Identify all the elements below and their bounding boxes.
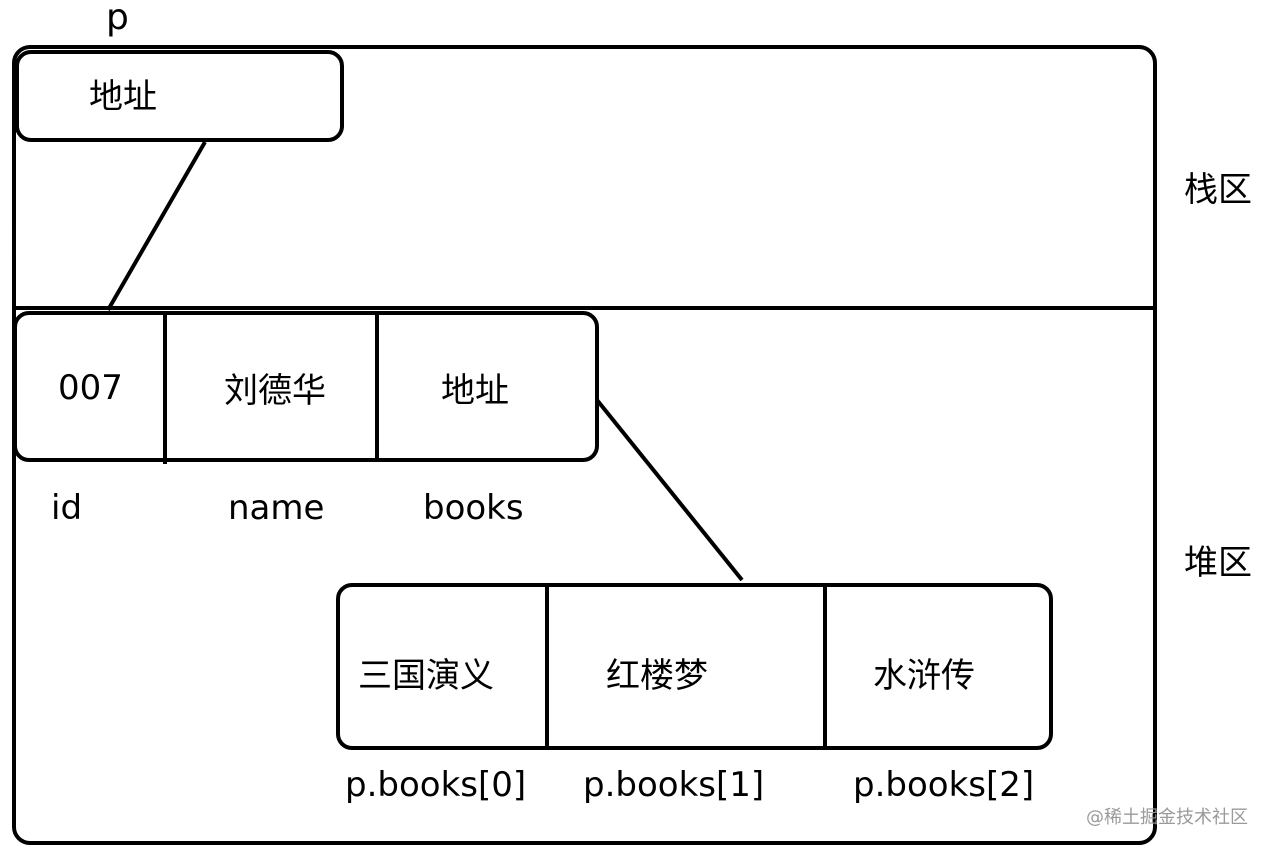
object-cell-books-value: 地址 xyxy=(441,371,509,411)
stack-region-label: 栈区 xyxy=(1184,170,1252,210)
array-cell-0-value: 三国演义 xyxy=(358,656,494,696)
field-label-books: books xyxy=(423,488,524,528)
array-index-label-1: p.books[1] xyxy=(583,765,765,805)
books-to-array-link xyxy=(595,398,744,582)
field-label-id: id xyxy=(51,488,83,528)
heap-region-label: 堆区 xyxy=(1184,543,1252,583)
object-cell-name-value: 刘德华 xyxy=(224,371,326,411)
heap-object-box xyxy=(13,311,599,462)
object-cell-id-value: 007 xyxy=(58,368,123,408)
array-cell-1-value: 红楼梦 xyxy=(606,656,708,696)
array-cell-2-value: 水浒传 xyxy=(873,656,975,696)
stack-pointer-box xyxy=(15,50,344,142)
array-index-label-0: p.books[0] xyxy=(345,765,527,805)
stack-pointer-value: 地址 xyxy=(89,77,157,117)
books-array-box xyxy=(336,583,1053,750)
field-label-name: name xyxy=(228,488,325,528)
watermark: @稀土掘金技术社区 xyxy=(1086,807,1248,828)
stack-to-heap-link xyxy=(106,140,207,312)
array-index-label-2: p.books[2] xyxy=(853,765,1035,805)
variable-label: p xyxy=(106,0,129,38)
